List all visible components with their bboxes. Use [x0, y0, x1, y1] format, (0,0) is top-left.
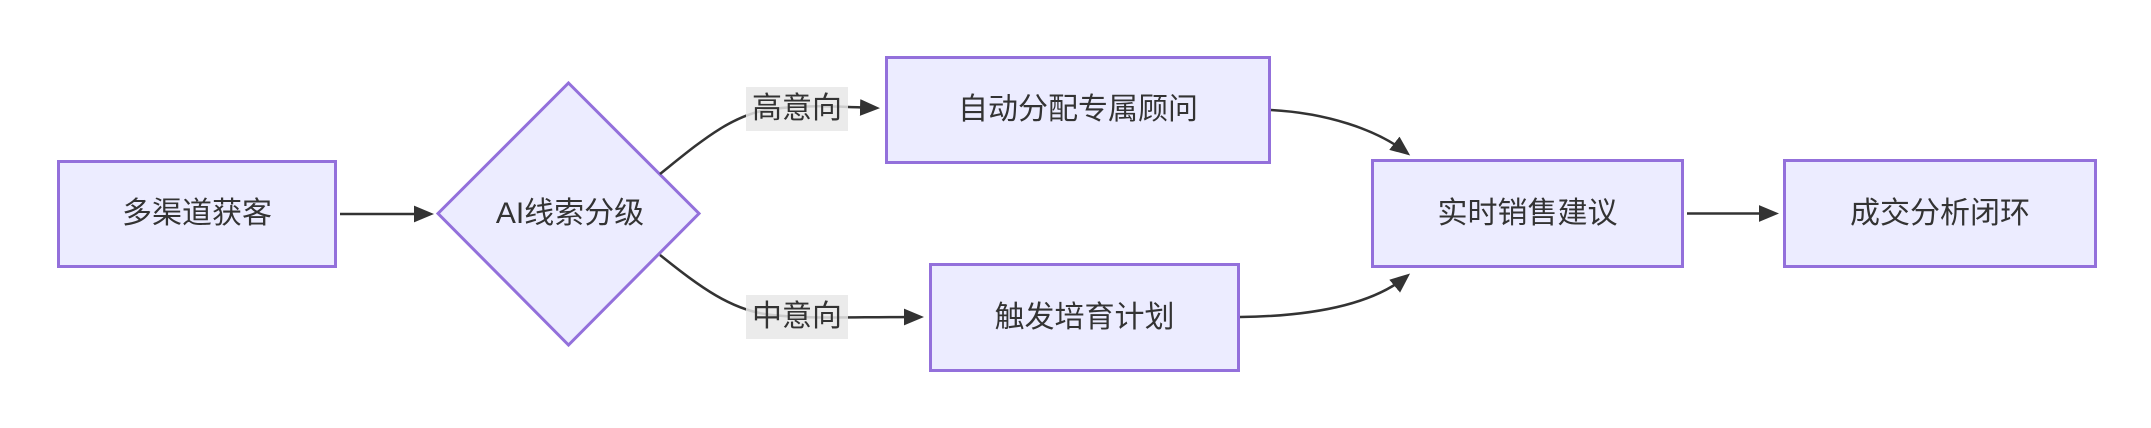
node-deal-analysis-loop: 成交分析闭环 [1783, 159, 2097, 268]
edge-label-high-intent-text: 高意向 [752, 92, 842, 125]
node-assign-advisor: 自动分配专属顾问 [885, 56, 1271, 164]
edge-label-mid-intent-text: 中意向 [752, 300, 842, 333]
node-nurture-plan: 触发培育计划 [929, 263, 1240, 372]
edge-label-high-intent: 高意向 [746, 87, 848, 131]
node-multi-channel-acquisition-label: 多渠道获客 [122, 197, 272, 230]
edge-label-mid-intent: 中意向 [746, 295, 848, 339]
edge-advisor-to-advice [1270, 108, 1411, 156]
node-ai-grading-shape [435, 80, 702, 348]
node-multi-channel-acquisition: 多渠道获客 [57, 160, 337, 268]
node-realtime-sales-advice: 实时销售建议 [1371, 159, 1684, 268]
edge-nurture-to-advice [1239, 273, 1411, 319]
node-nurture-plan-label: 触发培育计划 [994, 300, 1175, 334]
node-ai-grading-label: AI线索分级 [496, 196, 644, 232]
node-ai-grading-label-text: AI线索分级 [495, 197, 645, 230]
node-deal-analysis-loop-label: 成交分析闭环 [1850, 196, 2030, 230]
node-assign-advisor-label: 自动分配专属顾问 [958, 93, 1198, 126]
node-realtime-sales-advice-label: 实时销售建议 [1437, 196, 1618, 230]
